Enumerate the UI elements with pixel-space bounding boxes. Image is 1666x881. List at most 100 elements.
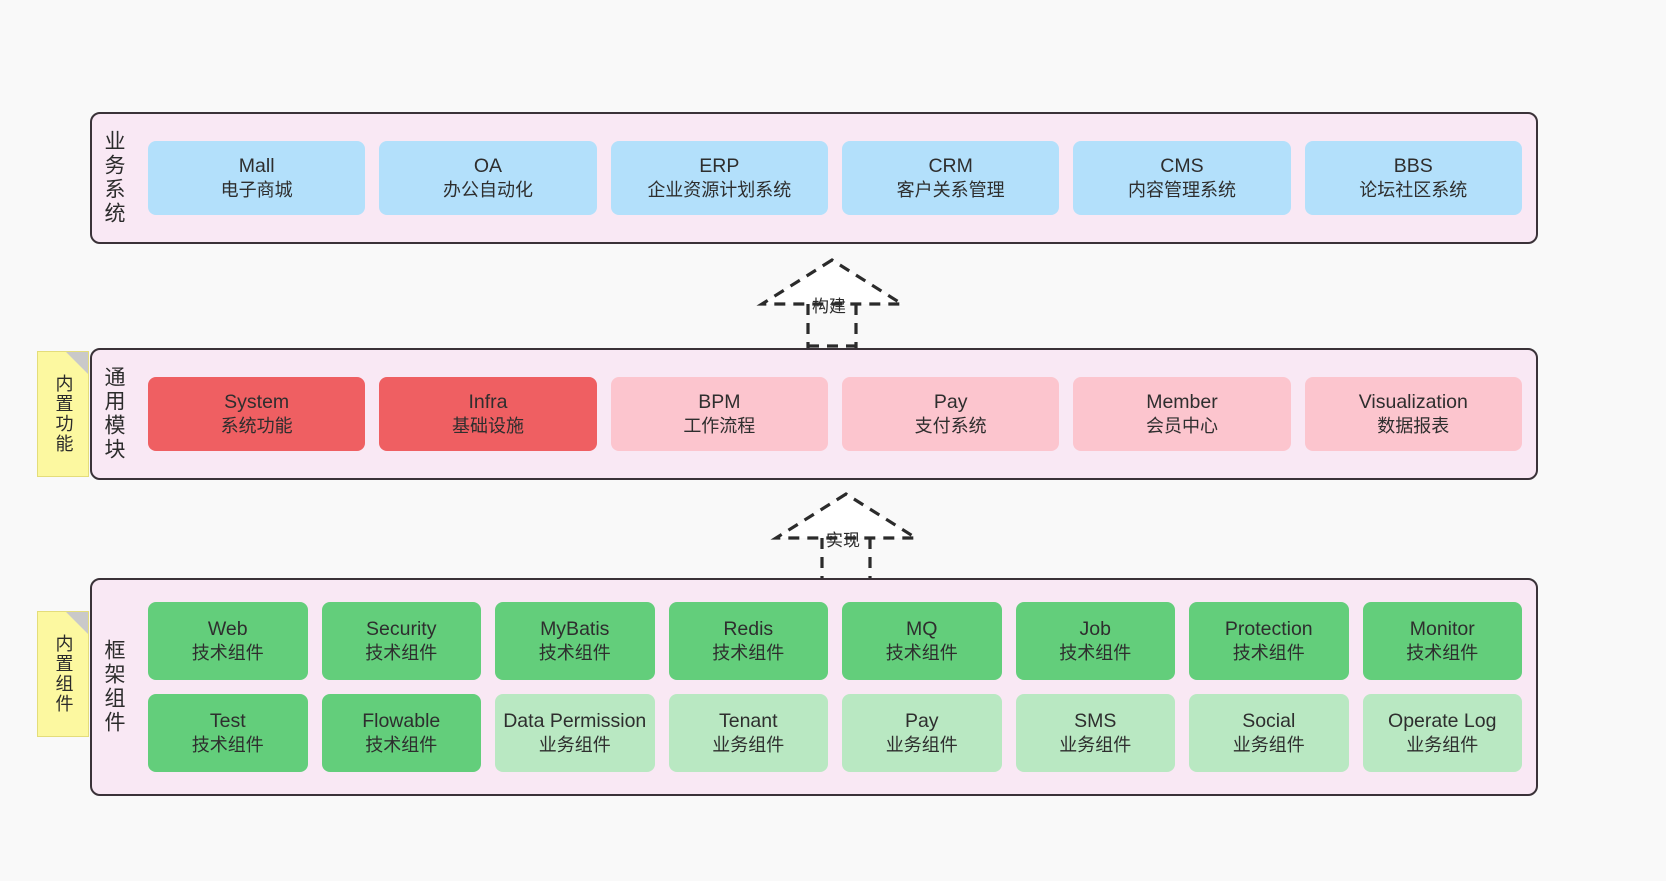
cell-subtitle: 技术组件 [191,642,264,663]
cell-subtitle: 技术组件 [365,642,438,663]
cell-title: Job [1079,618,1111,640]
cell-title: BBS [1393,155,1433,177]
cell-subtitle: 技术组件 [1232,642,1305,663]
cell-crm[interactable]: CRM 客户关系管理 [841,141,1060,215]
sticky-note-label: 内置组件 [53,634,74,714]
sticky-note-label: 内置功能 [53,374,74,454]
layer-framework-components: 框架组件 Web 技术组件 Security 技术组件 MyBatis 技术组件… [90,578,1538,796]
cell-subtitle: 系统功能 [220,415,293,436]
cell-subtitle: 技术组件 [885,642,958,663]
cell-subtitle: 技术组件 [1059,642,1132,663]
cell-title: Web [207,618,248,640]
sticky-fold-icon [66,352,88,374]
cell-title: Visualization [1358,391,1468,413]
cell-operate-log[interactable]: Operate Log 业务组件 [1362,694,1522,772]
cell-subtitle: 技术组件 [365,734,438,755]
cell-title: Redis [723,618,774,640]
cell-sms[interactable]: SMS 业务组件 [1015,694,1175,772]
cell-security[interactable]: Security 技术组件 [321,602,481,680]
cell-flowable[interactable]: Flowable 技术组件 [321,694,481,772]
cell-subtitle: 工作流程 [683,415,756,436]
cell-subtitle: 业务组件 [538,734,611,755]
cell-data-permission[interactable]: Data Permission 业务组件 [495,694,655,772]
cell-title: Test [209,710,246,732]
dashed-generalization-arrow-icon [770,492,922,582]
cell-subtitle: 业务组件 [1406,734,1479,755]
cell-mall[interactable]: Mall 电子商城 [148,141,366,215]
dashed-generalization-arrow-icon [756,258,908,348]
cell-infra[interactable]: Infra 基础设施 [379,377,597,451]
cell-subtitle: 业务组件 [712,734,785,755]
cell-protection[interactable]: Protection 技术组件 [1189,602,1349,680]
cell-member[interactable]: Member 会员中心 [1073,377,1291,451]
cell-subtitle: 内容管理系统 [1127,179,1236,200]
cell-monitor[interactable]: Monitor 技术组件 [1362,602,1522,680]
cell-erp[interactable]: ERP 企业资源计划系统 [610,141,828,215]
layer-title-frame-label: 框架组件 [102,639,126,735]
cell-tenant[interactable]: Tenant 业务组件 [668,694,828,772]
cell-row: System 系统功能 Infra 基础设施 BPM 工作流程 Pay 支付系统… [148,377,1522,451]
layer-business-systems: 业务系统 Mall 电子商城 OA 办公自动化 ERP 企业资源计划系统 CRM [90,112,1538,244]
cell-subtitle: 支付系统 [914,415,987,436]
layer-common-modules: 通用模块 System 系统功能 Infra 基础设施 BPM 工作流程 Pay [90,348,1538,480]
cell-title: MyBatis [540,618,610,640]
cell-subtitle: 数据报表 [1377,415,1450,436]
cell-redis[interactable]: Redis 技术组件 [668,602,828,680]
cell-title: CRM [928,155,973,177]
layer-title-business: 业务系统 [92,114,134,242]
cell-pay-component[interactable]: Pay 业务组件 [842,694,1002,772]
cell-subtitle: 办公自动化 [442,179,533,200]
cell-social[interactable]: Social 业务组件 [1189,694,1349,772]
cell-subtitle: 论坛社区系统 [1359,179,1468,200]
cell-title: System [224,391,290,413]
cell-subtitle: 技术组件 [712,642,785,663]
cell-title: Monitor [1409,618,1475,640]
layer-body-frame: Web 技术组件 Security 技术组件 MyBatis 技术组件 Redi… [134,580,1536,794]
cell-test[interactable]: Test 技术组件 [148,694,308,772]
cell-title: Member [1146,391,1218,413]
cell-title: MQ [906,618,938,640]
cell-title: Data Permission [503,710,647,732]
cell-visualization[interactable]: Visualization 数据报表 [1304,377,1522,451]
cell-subtitle: 业务组件 [1059,734,1132,755]
cell-system[interactable]: System 系统功能 [148,377,366,451]
cell-subtitle: 业务组件 [1232,734,1305,755]
cell-title: OA [473,155,503,177]
cell-subtitle: 企业资源计划系统 [647,179,792,200]
cell-pay-module[interactable]: Pay 支付系统 [841,377,1060,451]
cell-job[interactable]: Job 技术组件 [1015,602,1175,680]
layer-title-frame: 框架组件 [92,580,134,794]
cell-title: ERP [699,155,740,177]
cell-title: Pay [904,710,939,732]
cell-cms[interactable]: CMS 内容管理系统 [1073,141,1291,215]
cell-oa[interactable]: OA 办公自动化 [379,141,597,215]
cell-title: Infra [468,391,508,413]
cell-subtitle: 会员中心 [1145,415,1218,436]
cell-mybatis[interactable]: MyBatis 技术组件 [495,602,655,680]
cell-row: Mall 电子商城 OA 办公自动化 ERP 企业资源计划系统 CRM 客户关系… [148,141,1522,215]
cell-title: Social [1242,710,1296,732]
cell-web[interactable]: Web 技术组件 [148,602,308,680]
connector-implement-label: 实现 [826,531,860,550]
sticky-fold-icon [66,612,88,634]
cell-subtitle: 客户关系管理 [896,179,1005,200]
connector-implement: 实现 [766,490,926,582]
cell-bpm[interactable]: BPM 工作流程 [610,377,828,451]
cell-bbs[interactable]: BBS 论坛社区系统 [1304,141,1522,215]
cell-title: Mall [238,155,275,177]
cell-subtitle: 电子商城 [220,179,293,200]
cell-title: SMS [1074,710,1117,732]
cell-title: Security [366,618,437,640]
cell-title: Tenant [718,710,778,732]
layer-body-business: Mall 电子商城 OA 办公自动化 ERP 企业资源计划系统 CRM 客户关系… [134,114,1536,242]
cell-title: Flowable [362,710,441,732]
cell-subtitle: 技术组件 [1406,642,1479,663]
cell-title: BPM [698,391,741,413]
cell-title: CMS [1160,155,1204,177]
sticky-note-builtin-features: 内置功能 [37,351,89,477]
cell-subtitle: 技术组件 [538,642,611,663]
cell-title: Protection [1224,618,1313,640]
layer-title-business-label: 业务系统 [102,130,126,226]
cell-mq[interactable]: MQ 技术组件 [842,602,1002,680]
